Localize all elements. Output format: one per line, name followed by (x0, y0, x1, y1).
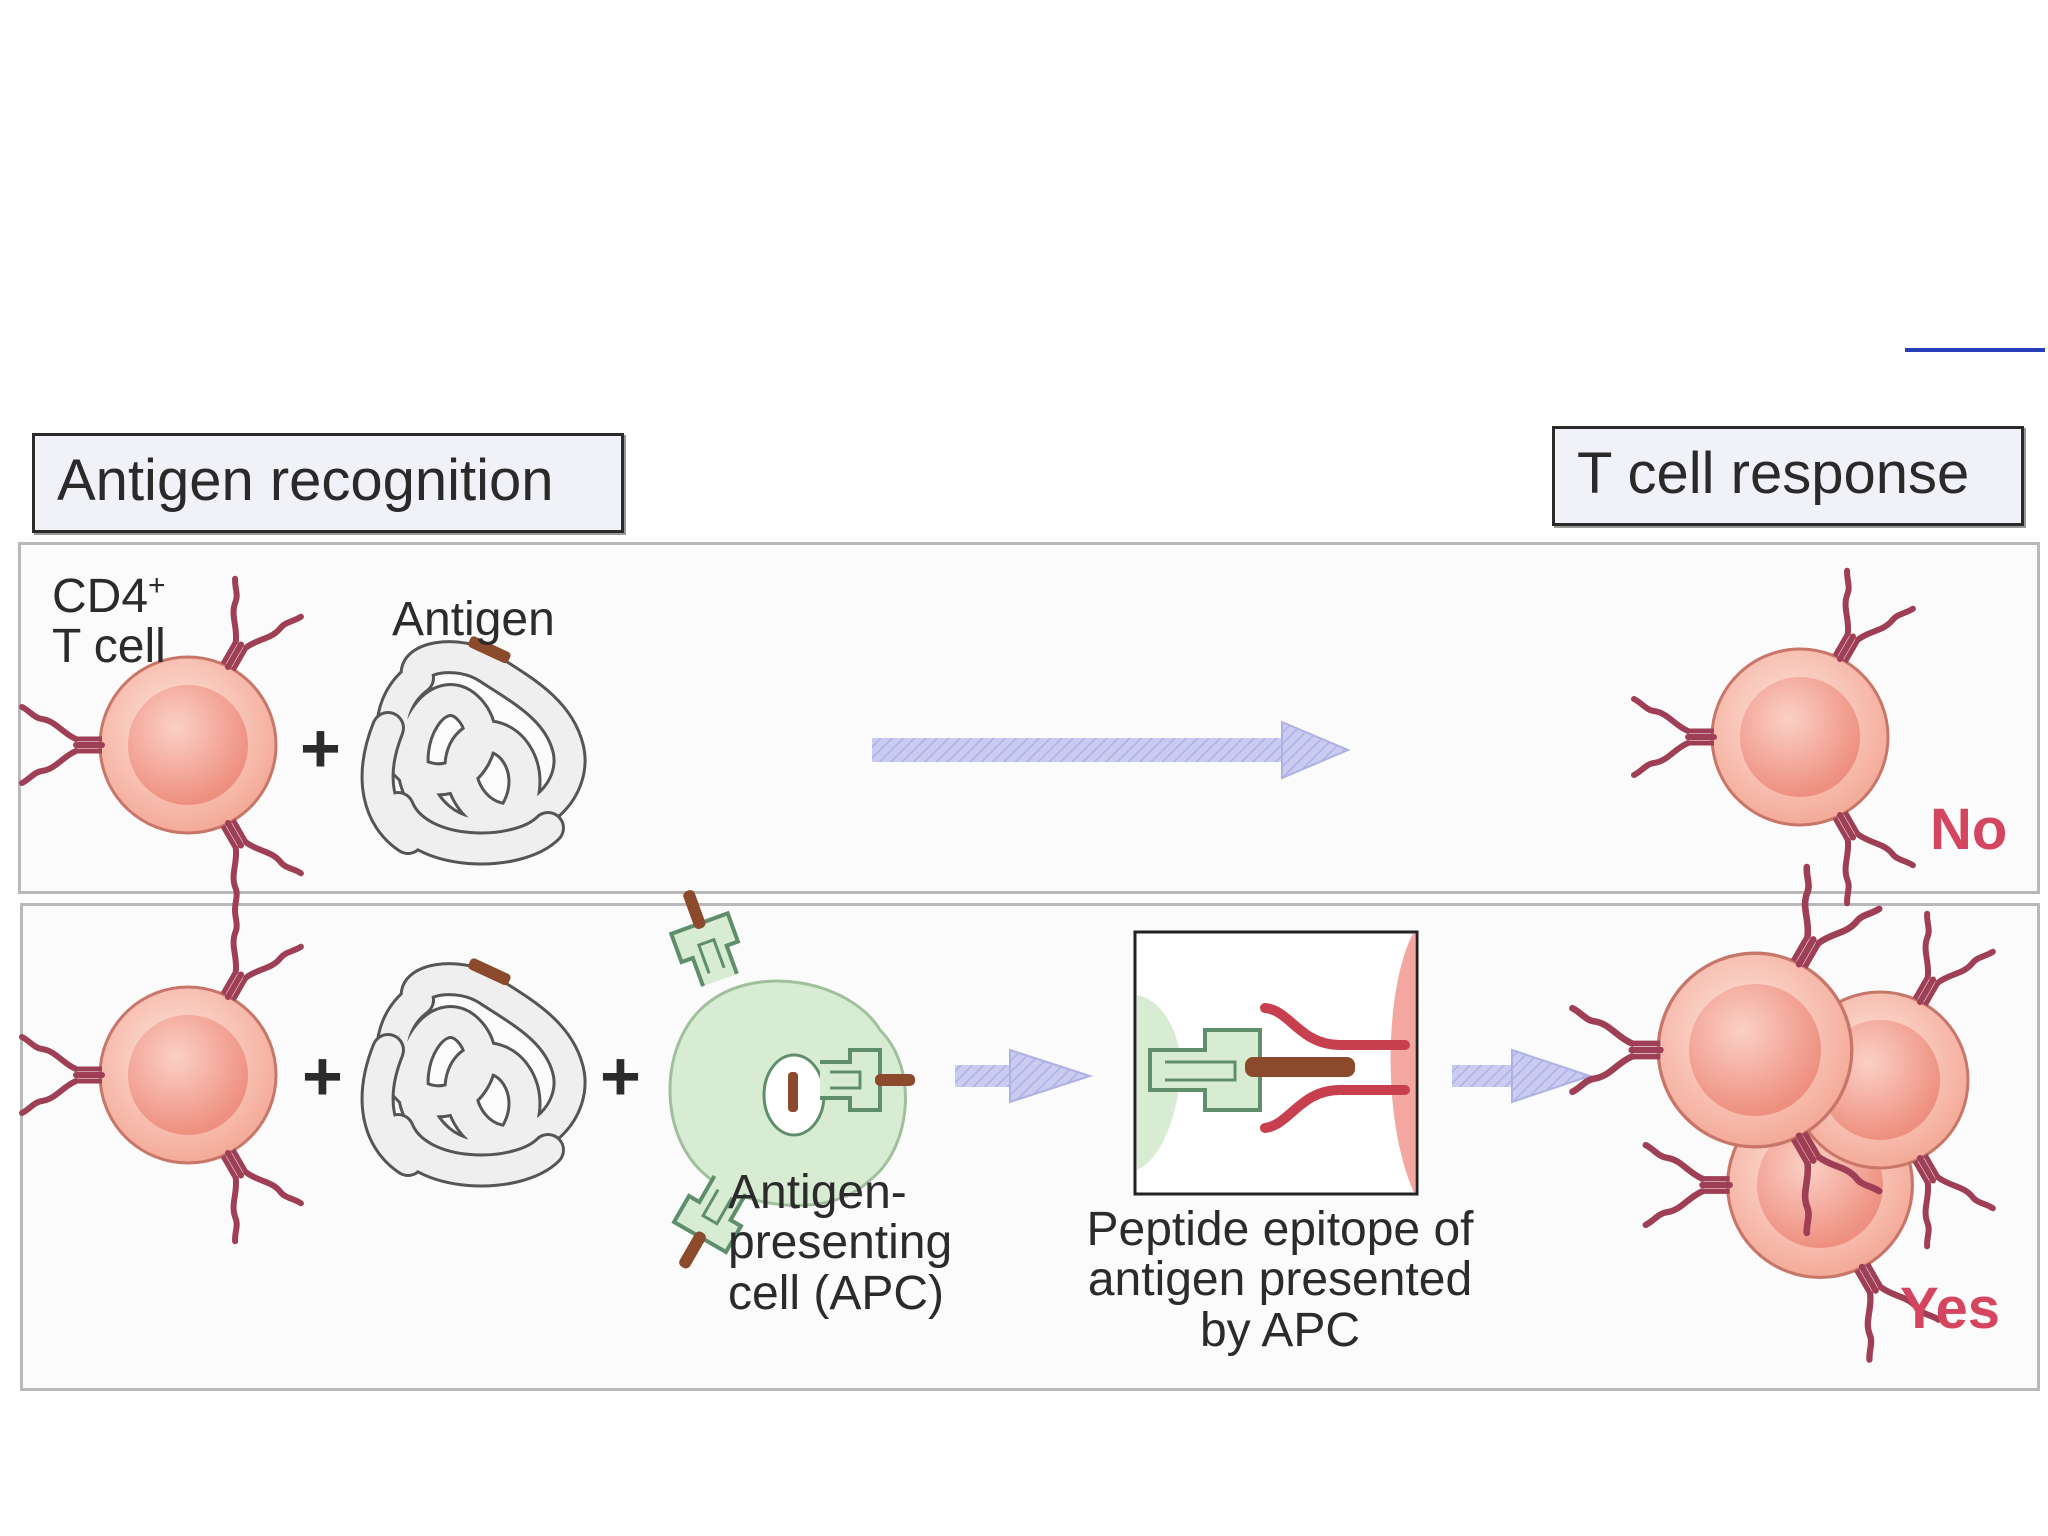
row1-panel (18, 542, 2040, 894)
apc-label: Antigen- presenting cell (APC) (728, 1166, 953, 1320)
cd4-t-cell-row2 (22, 909, 301, 1242)
apc-label-line3: cell (APC) (728, 1266, 945, 1320)
epitope-label-line2: antigen presented (1087, 1253, 1473, 1307)
t-cell-response-header: T cell response (1552, 426, 2024, 526)
t-cell-text: T cell (52, 620, 166, 674)
epitope-label-line3: by APC (1199, 1303, 1361, 1357)
plus-row1: + (300, 709, 341, 787)
arrow-row2b-head (1511, 1048, 1594, 1104)
cd4-t-cell-label: CD4+ T cell (52, 570, 166, 673)
decorative-line (1905, 348, 2045, 352)
epitope-label: Peptide epitope of antigen presented by … (1050, 1203, 1510, 1357)
antigen-row1 (378, 635, 570, 848)
arrow-row2b-shaft (1452, 1065, 1512, 1087)
arrow-row1-head (1281, 720, 1351, 780)
apc-label-line1: Antigen- (728, 1166, 907, 1219)
arrow-row2a-head (1009, 1048, 1094, 1104)
cd4-superscript: + (148, 569, 166, 602)
antigen-recognition-header: Antigen recognition (32, 433, 624, 533)
antigen-label: Antigen (392, 593, 555, 646)
epitope-label-line1: Peptide epitope of (1086, 1203, 1474, 1256)
arrow-row1-shaft (872, 738, 1282, 762)
arrow-row2a-shaft (955, 1065, 1010, 1087)
plus-row2-second: + (600, 1037, 641, 1115)
plus-row2-first: + (302, 1037, 343, 1115)
apc-label-line2: presenting (728, 1216, 953, 1270)
cd4-text: CD4 (52, 570, 149, 623)
t-cell-no-response (1634, 571, 1913, 904)
antigen-presenting-cell (654, 878, 917, 1285)
epitope-closeup (1133, 930, 1419, 1196)
antigen-row2 (378, 957, 570, 1170)
response-no: No (1930, 797, 2008, 862)
response-yes: Yes (1900, 1276, 2000, 1341)
